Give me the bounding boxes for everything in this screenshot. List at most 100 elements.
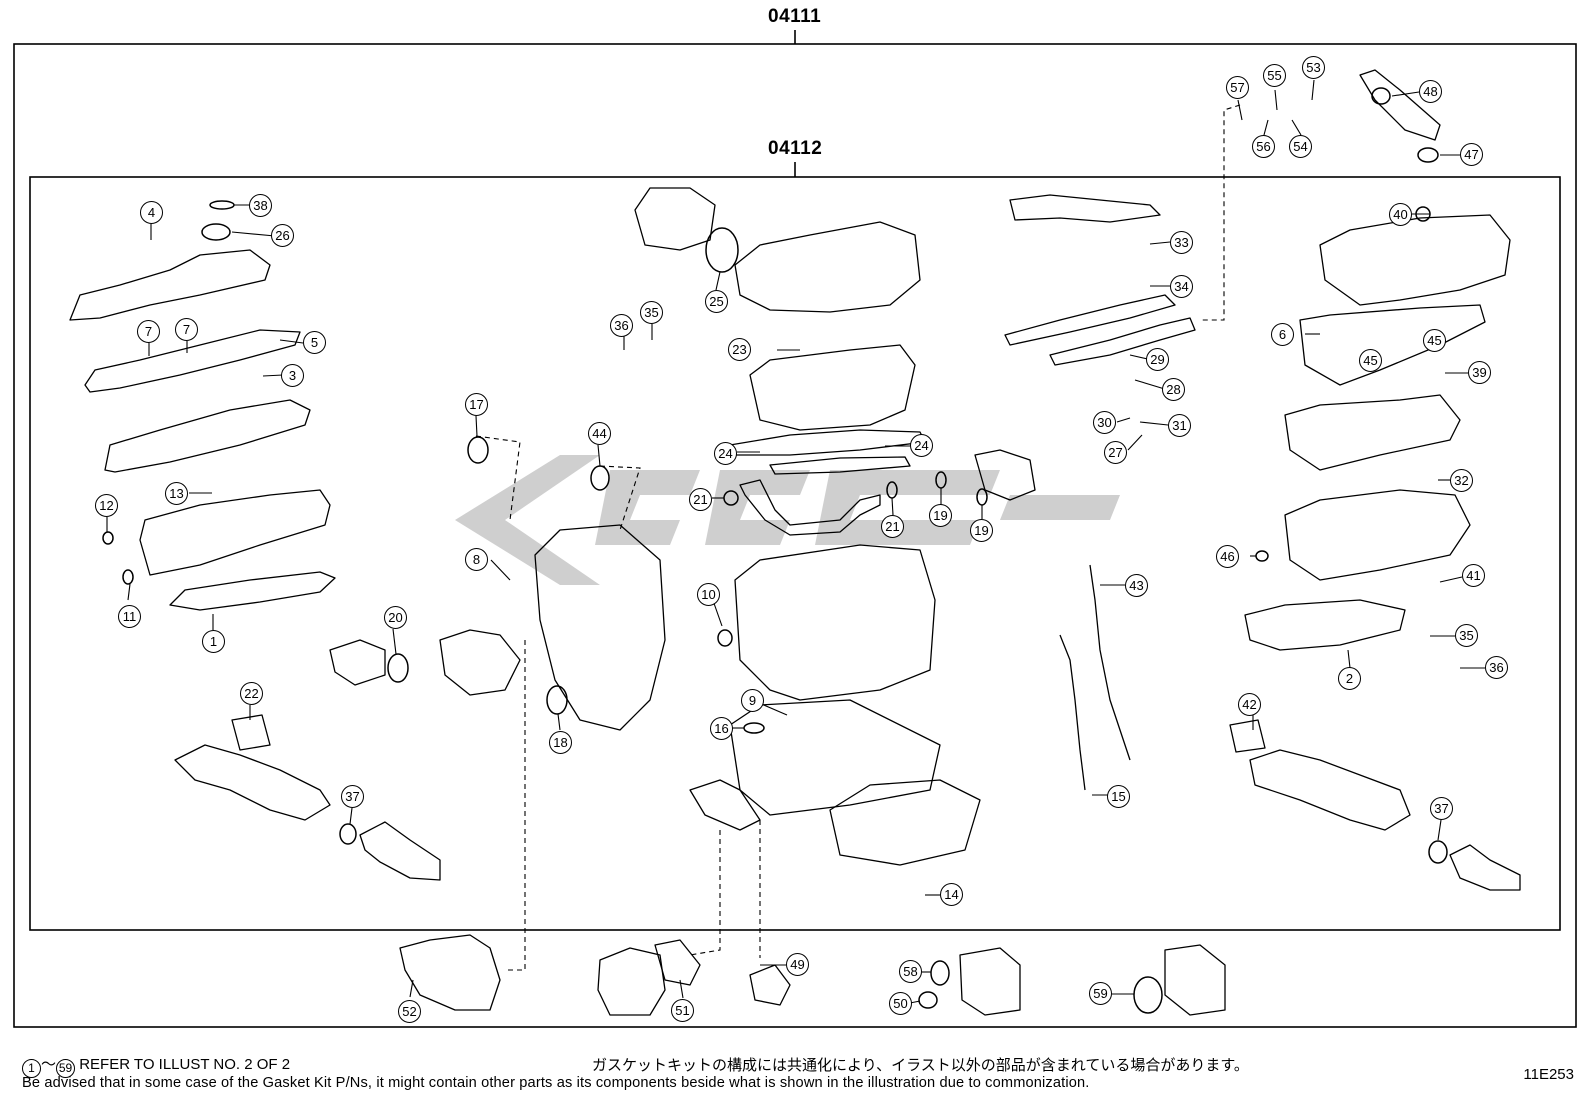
callout-37a[interactable]: 37 xyxy=(341,785,364,808)
gasket-20 xyxy=(387,653,409,683)
callout-22[interactable]: 22 xyxy=(240,682,263,705)
callout-13[interactable]: 13 xyxy=(165,482,188,505)
callout-30[interactable]: 30 xyxy=(1093,411,1116,434)
callout-53[interactable]: 53 xyxy=(1302,56,1325,79)
callout-9[interactable]: 9 xyxy=(741,689,764,712)
callout-5[interactable]: 5 xyxy=(303,331,326,354)
intake-gasket-lower-2 xyxy=(769,456,911,475)
oil-seal-18 xyxy=(546,685,568,715)
callout-44[interactable]: 44 xyxy=(588,422,611,445)
o-ring-58 xyxy=(930,960,950,986)
exhaust-pipe-left xyxy=(359,821,441,881)
callout-7b[interactable]: 7 xyxy=(175,318,198,341)
range-separator: ～ xyxy=(41,1056,57,1073)
callout-29[interactable]: 29 xyxy=(1146,348,1169,371)
callout-47[interactable]: 47 xyxy=(1460,143,1483,166)
callout-36a[interactable]: 36 xyxy=(610,314,633,337)
callout-46[interactable]: 46 xyxy=(1216,545,1239,568)
fuel-pipe xyxy=(1009,194,1161,223)
water-bypass-pipe xyxy=(739,479,881,536)
oil-pump-gasket xyxy=(654,939,701,986)
callout-51[interactable]: 51 xyxy=(671,999,694,1022)
callout-16[interactable]: 16 xyxy=(710,717,733,740)
callout-25[interactable]: 25 xyxy=(705,290,728,313)
callout-20[interactable]: 20 xyxy=(384,606,407,629)
callout-15[interactable]: 15 xyxy=(1107,785,1130,808)
part-sketches xyxy=(69,69,1521,1016)
exhaust-pipe-right xyxy=(1449,844,1521,891)
head-gasket-left xyxy=(169,571,336,611)
callout-1[interactable]: 1 xyxy=(202,630,225,653)
callout-4[interactable]: 4 xyxy=(140,201,163,224)
callout-31[interactable]: 31 xyxy=(1168,414,1191,437)
callout-27[interactable]: 27 xyxy=(1104,441,1127,464)
callout-38[interactable]: 38 xyxy=(249,194,272,217)
oil-cooler-body xyxy=(959,947,1021,1016)
cylinder-head-cover-right xyxy=(1319,214,1511,306)
callout-33[interactable]: 33 xyxy=(1170,231,1193,254)
callout-34[interactable]: 34 xyxy=(1170,275,1193,298)
callout-3[interactable]: 3 xyxy=(281,364,304,387)
callout-28[interactable]: 28 xyxy=(1162,378,1185,401)
callout-32[interactable]: 32 xyxy=(1450,469,1473,492)
callout-58[interactable]: 58 xyxy=(899,960,922,983)
callout-36b[interactable]: 36 xyxy=(1485,656,1508,679)
callout-49[interactable]: 49 xyxy=(786,953,809,976)
callout-48[interactable]: 48 xyxy=(1419,80,1442,103)
callout-17[interactable]: 17 xyxy=(465,393,488,416)
callout-23[interactable]: 23 xyxy=(728,338,751,361)
callout-2[interactable]: 2 xyxy=(1338,667,1361,690)
dipstick xyxy=(1059,634,1086,791)
callout-45a[interactable]: 45 xyxy=(1359,349,1382,372)
o-ring-44 xyxy=(590,465,610,491)
callout-8[interactable]: 8 xyxy=(465,548,488,571)
callout-57[interactable]: 57 xyxy=(1226,76,1249,99)
callout-35a[interactable]: 35 xyxy=(640,301,663,324)
callout-12[interactable]: 12 xyxy=(95,494,118,517)
callout-11[interactable]: 11 xyxy=(118,605,141,628)
callout-54[interactable]: 54 xyxy=(1289,135,1312,158)
dipstick-tube xyxy=(1089,564,1131,761)
cylinder-head-right xyxy=(1284,489,1471,581)
callout-37b[interactable]: 37 xyxy=(1430,797,1453,820)
callout-59[interactable]: 59 xyxy=(1089,982,1112,1005)
callout-14[interactable]: 14 xyxy=(940,883,963,906)
callout-21a[interactable]: 21 xyxy=(689,488,712,511)
exhaust-manifold-right xyxy=(1249,749,1411,831)
callout-45b[interactable]: 45 xyxy=(1423,329,1446,352)
refer-text: REFER TO ILLUST NO. 2 OF 2 xyxy=(79,1056,291,1073)
cylinder-head-cover-left xyxy=(69,249,271,321)
callout-26[interactable]: 26 xyxy=(271,224,294,247)
callout-19a[interactable]: 19 xyxy=(929,504,952,527)
callout-24a[interactable]: 24 xyxy=(714,442,737,465)
callout-7a[interactable]: 7 xyxy=(137,320,160,343)
callout-21b[interactable]: 21 xyxy=(881,515,904,538)
callout-56[interactable]: 56 xyxy=(1252,135,1275,158)
callout-55[interactable]: 55 xyxy=(1263,64,1286,87)
callout-6[interactable]: 6 xyxy=(1271,323,1294,346)
throttle-body xyxy=(634,187,716,251)
camshaft-housing-right xyxy=(1284,394,1461,471)
callout-10[interactable]: 10 xyxy=(697,583,720,606)
callout-42[interactable]: 42 xyxy=(1238,693,1261,716)
timing-cover xyxy=(534,524,666,731)
callout-35b[interactable]: 35 xyxy=(1455,624,1478,647)
callout-40[interactable]: 40 xyxy=(1389,203,1412,226)
callout-18[interactable]: 18 xyxy=(549,731,572,754)
callout-19b[interactable]: 19 xyxy=(970,519,993,542)
callout-43[interactable]: 43 xyxy=(1125,574,1148,597)
flange-gasket-right xyxy=(1229,719,1266,753)
cylinder-block xyxy=(734,544,936,701)
oil-pan-baffle-gasket xyxy=(689,779,761,831)
gasket-48 xyxy=(1371,87,1391,105)
seal-46 xyxy=(1255,550,1269,562)
callout-52[interactable]: 52 xyxy=(398,1000,421,1023)
gasket-26 xyxy=(201,223,231,241)
callout-39[interactable]: 39 xyxy=(1468,361,1491,384)
throttle-gasket-ring xyxy=(705,227,739,273)
callout-50[interactable]: 50 xyxy=(889,992,912,1015)
gasket-16 xyxy=(743,722,765,734)
callout-24b[interactable]: 24 xyxy=(910,434,933,457)
kit-frames xyxy=(13,30,1577,1028)
callout-41[interactable]: 41 xyxy=(1462,564,1485,587)
